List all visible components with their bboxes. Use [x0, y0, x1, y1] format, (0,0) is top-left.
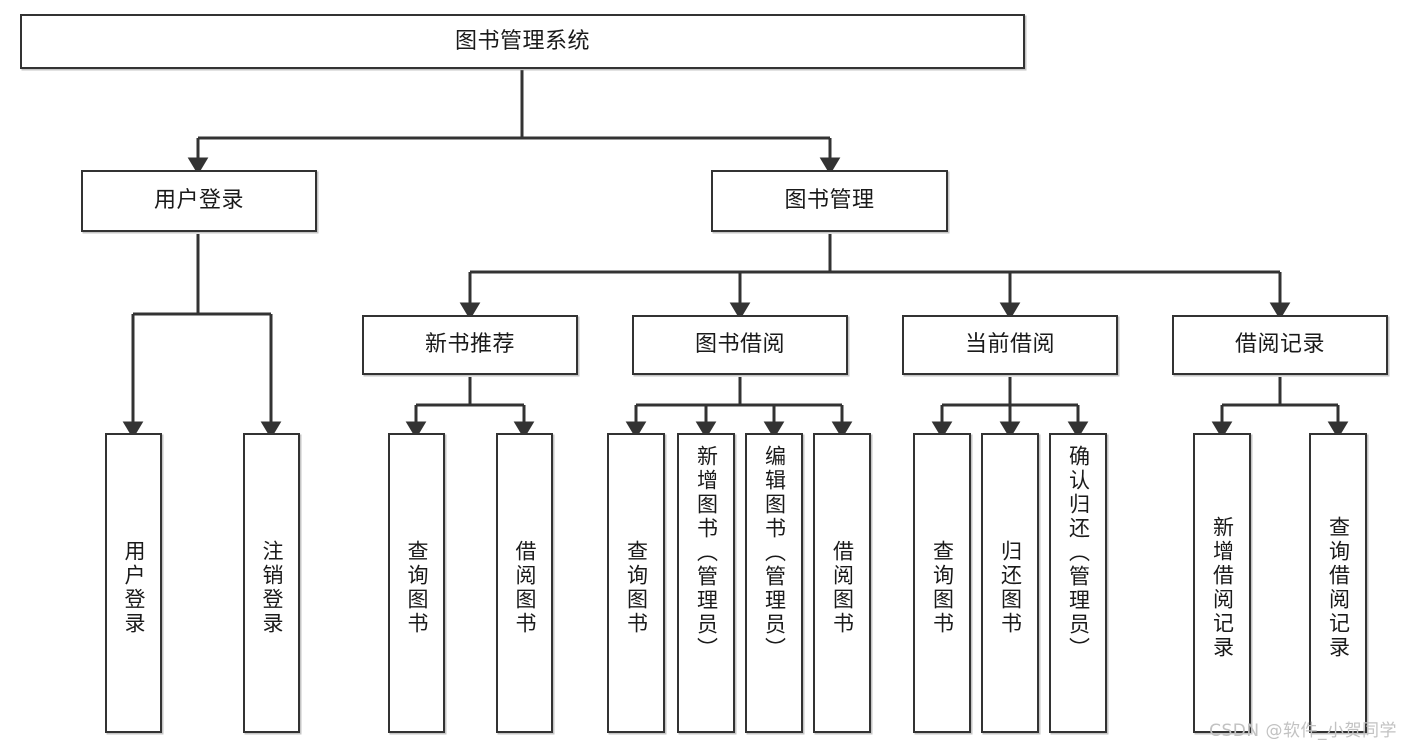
node-label: 查询图书: [930, 540, 955, 636]
node-label: 图书借阅: [694, 332, 785, 358]
node-new-book-recommend[interactable]: 新书推荐: [362, 315, 578, 375]
leaf-query-borrow-record[interactable]: 查询借阅记录: [1309, 433, 1367, 733]
leaf-add-book[interactable]: 新增图书（管理员）: [677, 433, 735, 733]
node-label: 查询图书: [405, 540, 429, 636]
leaf-query-book-borrow[interactable]: 查询图书: [607, 433, 665, 733]
node-label: 借阅图书: [830, 540, 855, 636]
leaf-return-book[interactable]: 归还图书: [981, 433, 1039, 733]
leaf-borrow-book-recommend[interactable]: 借阅图书: [496, 433, 553, 733]
node-label: 编辑图书（管理员）: [762, 445, 787, 661]
csdn-watermark: CSDN @软件_小贺同学: [1209, 721, 1397, 741]
node-label: 归还图书: [998, 540, 1023, 636]
node-label: 图书管理系统: [454, 28, 590, 54]
node-label: 借阅图书: [513, 540, 537, 636]
node-label: 图书管理: [784, 188, 875, 214]
node-label: 新书推荐: [424, 332, 515, 358]
node-label: 借阅记录: [1234, 332, 1325, 358]
node-label: 用户登录: [153, 188, 244, 214]
leaf-add-borrow-record[interactable]: 新增借阅记录: [1193, 433, 1251, 733]
node-label: 查询借阅记录: [1326, 516, 1351, 660]
node-label: 新增借阅记录: [1210, 516, 1235, 660]
node-book-manage[interactable]: 图书管理: [711, 170, 948, 232]
node-label: 用户登录: [122, 540, 146, 636]
node-user-login[interactable]: 用户登录: [81, 170, 317, 232]
node-label: 新增图书（管理员）: [694, 445, 719, 661]
leaf-edit-book[interactable]: 编辑图书（管理员）: [745, 433, 803, 733]
leaf-user-login[interactable]: 用户登录: [105, 433, 162, 733]
node-label: 查询图书: [624, 540, 649, 636]
leaf-user-logout[interactable]: 注销登录: [243, 433, 300, 733]
leaf-query-book-current[interactable]: 查询图书: [913, 433, 971, 733]
leaf-borrow-book[interactable]: 借阅图书: [813, 433, 871, 733]
node-borrow-record[interactable]: 借阅记录: [1172, 315, 1388, 375]
node-root-system[interactable]: 图书管理系统: [20, 14, 1025, 69]
leaf-confirm-return[interactable]: 确认归还（管理员）: [1049, 433, 1107, 733]
node-current-borrow[interactable]: 当前借阅: [902, 315, 1118, 375]
node-label: 当前借阅: [964, 332, 1055, 358]
leaf-query-book-recommend[interactable]: 查询图书: [388, 433, 445, 733]
node-label: 注销登录: [260, 540, 284, 636]
node-book-borrow[interactable]: 图书借阅: [632, 315, 848, 375]
node-label: 确认归还（管理员）: [1066, 445, 1091, 661]
